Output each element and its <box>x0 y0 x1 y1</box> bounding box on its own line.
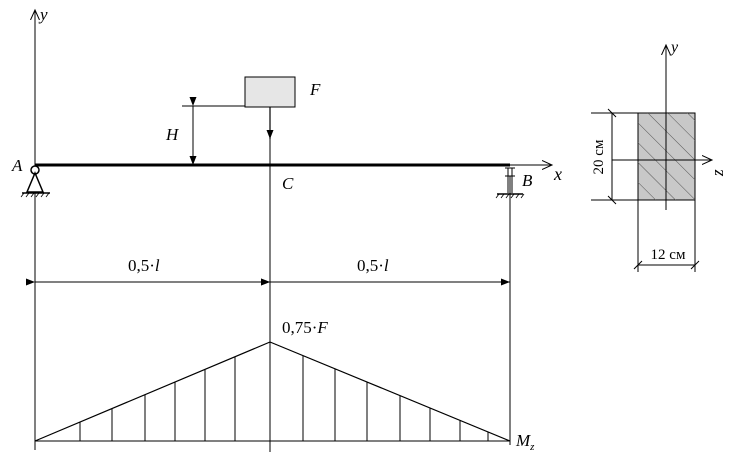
moment-right-slope <box>269 341 511 442</box>
falling-weight <box>244 76 296 108</box>
section-z-label: z <box>708 169 727 177</box>
section-y-label: y <box>669 39 679 56</box>
span-left-label: 0,5·l <box>128 256 160 275</box>
point-c-label: C <box>282 174 294 193</box>
support-a-pin <box>20 165 50 198</box>
moment-label: Mz <box>515 431 535 453</box>
moment-peak-label: 0,75·F <box>282 318 328 337</box>
moment-diagram <box>34 341 511 442</box>
cross-section: y z 20 см 12 см <box>591 39 727 272</box>
point-b-label: B <box>522 171 533 190</box>
global-x-axis: x <box>35 164 562 184</box>
global-y-axis: y <box>35 5 48 450</box>
section-width-label: 12 см <box>651 247 686 263</box>
height-dimension <box>182 97 245 165</box>
point-a-label: A <box>11 156 23 175</box>
section-height-label: 20 см <box>591 139 607 174</box>
x-axis-label: x <box>553 164 562 184</box>
force-label: F <box>309 80 321 99</box>
y-axis-label: y <box>38 5 48 24</box>
support-b-roller <box>495 167 525 199</box>
span-right-label: 0,5·l <box>357 256 389 275</box>
moment-left-slope <box>34 341 271 442</box>
height-label: H <box>165 125 180 144</box>
moment-hatching <box>79 355 489 441</box>
